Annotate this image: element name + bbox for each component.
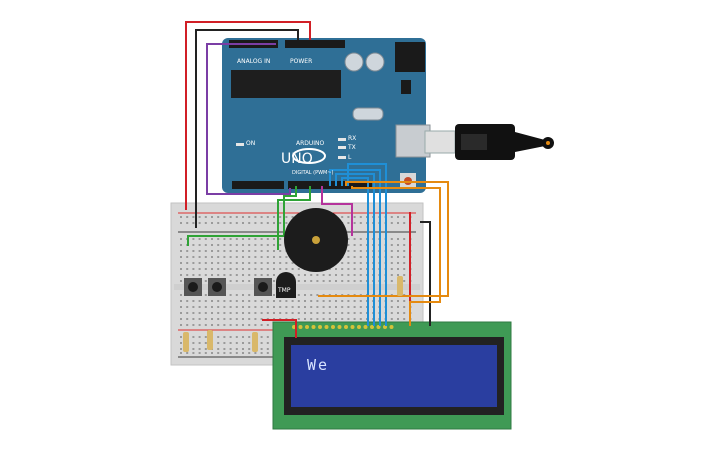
lcd-display-text: We [307,356,330,374]
sensor-label: TMP [278,287,291,294]
resistors [183,276,403,352]
pushbutton-3[interactable] [254,278,272,296]
power-label: POWER [290,58,313,65]
pushbutton-1[interactable] [184,278,202,296]
wire-purple-sensor [206,43,291,195]
wire-blue-data [329,169,381,326]
wire-orange [318,181,449,297]
analog-in-label: ANALOG IN [237,58,271,65]
on-led-label: ON [246,140,256,147]
arduino-board[interactable] [222,38,431,193]
wire-green [187,186,297,246]
temperature-sensor[interactable] [276,272,296,298]
tx-led-label: TX [348,144,356,151]
wire-red-power [185,21,311,210]
arduino-logo-icon [292,148,326,164]
wire-black-ground [195,29,299,228]
lcd-screen [291,345,497,407]
wires [185,21,449,338]
digital-label: DIGITAL (PWM~) [292,170,334,176]
arduino-brand-label: ARDUINO [296,140,325,147]
lcd-module[interactable] [272,321,512,430]
buzzer[interactable] [284,208,348,272]
l-led-label: L [348,154,352,161]
usb-cable[interactable] [424,124,554,160]
pushbutton-2[interactable] [208,278,226,296]
arduino-model-label: UNO [281,151,313,167]
rx-led-label: RX [348,135,357,142]
